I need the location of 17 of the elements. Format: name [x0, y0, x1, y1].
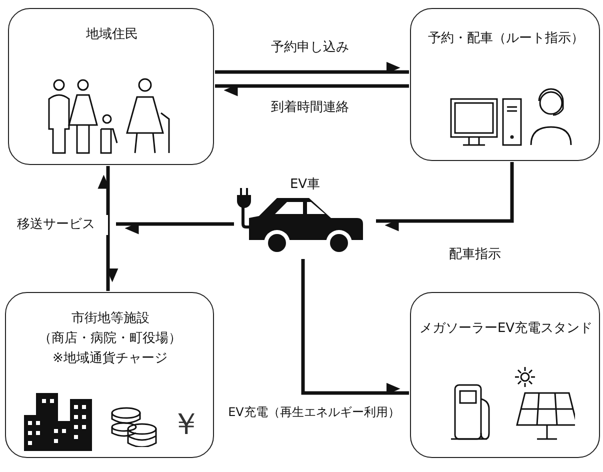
- rounded-box: [410, 8, 600, 161]
- rounded-box: [5, 292, 214, 458]
- arrow: [376, 162, 514, 232]
- rounded-box: [8, 8, 214, 165]
- box-text: （商店・病院・町役場）※地域通貨チャージ: [38, 330, 182, 368]
- arrow: [116, 222, 234, 234]
- arrow: [215, 84, 409, 96]
- yen-sign: ￥: [171, 406, 197, 444]
- box-title: 地域住民: [85, 26, 139, 44]
- rounded-box: [410, 292, 600, 458]
- box-title: メガソーラーEV充電スタンド: [418, 320, 594, 338]
- arrow: [215, 62, 409, 74]
- arrow: [301, 259, 409, 395]
- box-title: 市街地等施設: [70, 310, 150, 328]
- arrow: [98, 166, 118, 291]
- box-title: EV車: [288, 176, 322, 194]
- box-title: 予約・配車（ルート指示）: [427, 30, 585, 48]
